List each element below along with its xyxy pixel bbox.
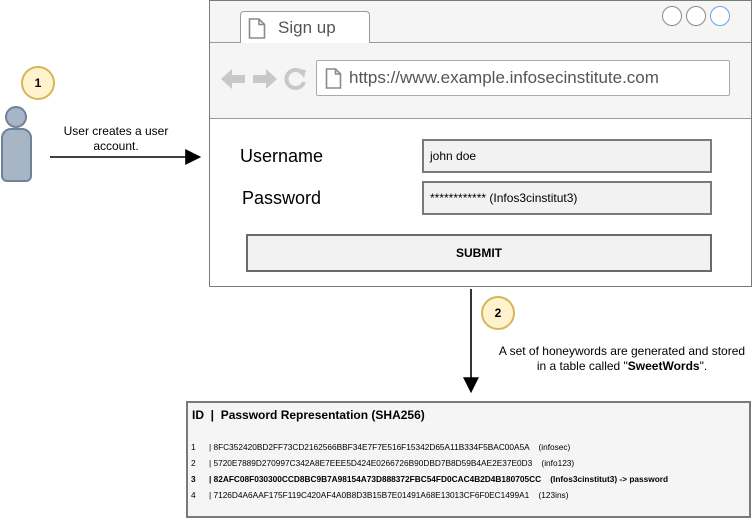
row-hash: | 82AFC08F030300CCD8BC9B7A98154A73D88837… — [209, 474, 669, 484]
forward-arrow-icon[interactable] — [252, 67, 278, 91]
table-row: 4 | 7126D4A6AAF175F119C420AF4A0B8D3B15B7E… — [191, 490, 568, 500]
row-hash: | 7126D4A6AAF175F119C420AF4A0B8D3B15B7E0… — [209, 490, 569, 500]
browser-title-bar: Sign up — [210, 1, 751, 43]
password-label: Password — [242, 188, 322, 208]
row-id: 4 — [191, 490, 196, 500]
table-row: 2 | 5720E7889D270997C342A8E7EEE5D424E0266… — [191, 458, 574, 468]
url-text: https://www.example.infosecinstitute.com — [349, 68, 659, 87]
user-icon-head — [5, 106, 27, 128]
sweetwords-table: ID | Password Representation (SHA256) 1 |… — [186, 401, 751, 518]
row-hash: | 8FC352420BD2FF73CD2162566BBF34E7F7E516… — [209, 442, 571, 452]
tab-sign-up[interactable]: Sign up — [240, 11, 370, 43]
minimize-button[interactable] — [662, 6, 682, 26]
page-icon — [248, 18, 266, 39]
step-1-badge: 1 — [21, 66, 55, 100]
honeywords-note: A set of honeywords are generated and st… — [498, 344, 746, 373]
close-button[interactable] — [710, 6, 730, 26]
password-field[interactable]: ************ (Infos3cinstitut3) — [422, 181, 712, 215]
username-field[interactable]: john doe — [422, 139, 712, 173]
step-2-badge: 2 — [481, 296, 515, 330]
row-id: 2 — [191, 458, 196, 468]
refresh-icon[interactable] — [284, 67, 308, 91]
step-1-number: 1 — [34, 76, 42, 90]
row-hash: | 5720E7889D270997C342A8E7EEE5D424E02667… — [209, 458, 575, 468]
browser-nav-bar: https://www.example.infosecinstitute.com — [210, 43, 751, 119]
table-header: ID | Password Representation (SHA256) — [192, 408, 425, 422]
page-icon — [325, 68, 342, 89]
address-bar[interactable]: https://www.example.infosecinstitute.com — [316, 60, 730, 96]
table-row: 1 | 8FC352420BD2FF73CD2162566BBF34E7F7E51… — [191, 442, 570, 452]
table-row-real-password: 3 | 82AFC08F030300CCD8BC9B7A98154A73D8883… — [191, 474, 668, 484]
row-id: 3 — [191, 474, 196, 484]
back-arrow-icon[interactable] — [220, 67, 246, 91]
username-label: Username — [240, 146, 324, 166]
row-id: 1 — [191, 442, 196, 452]
tab-title: Sign up — [278, 18, 336, 37]
maximize-button[interactable] — [686, 6, 706, 26]
submit-button[interactable]: SUBMIT — [246, 234, 712, 272]
user-creates-note: User creates a user account. — [63, 124, 169, 153]
browser-window: Sign up https://www.example.infosecinsti… — [209, 0, 752, 287]
step-2-number: 2 — [494, 306, 502, 320]
sweetwords-table-name: SweetWords — [627, 359, 700, 373]
user-icon — [1, 128, 32, 182]
